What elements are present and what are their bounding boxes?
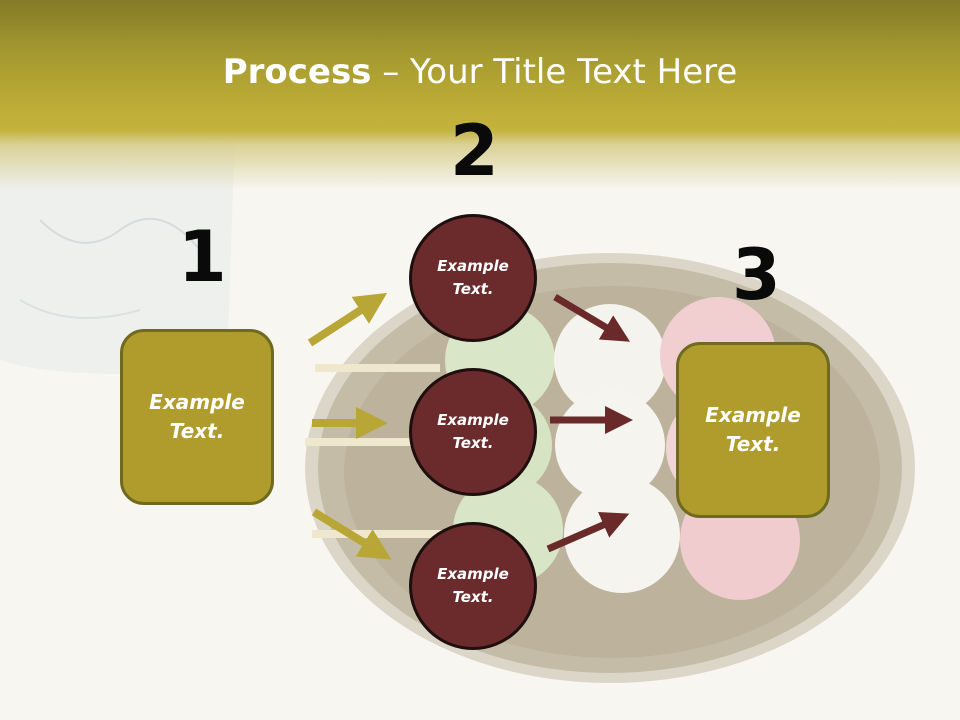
arrow-right-icon — [553, 293, 631, 342]
step-3-box[interactable]: Example Text. — [676, 342, 830, 518]
arrow-right-icon — [307, 292, 388, 347]
arrow-right-icon — [546, 511, 630, 553]
step-number-1: 1 — [178, 216, 227, 298]
step-number-2: 2 — [450, 110, 499, 192]
title-rest: – Your Title Text Here — [371, 52, 738, 92]
circle-1-line1: Example — [437, 257, 509, 275]
circle-1-line2: Text. — [452, 280, 494, 298]
process-circle-3[interactable]: Example Text. — [409, 522, 537, 650]
step-3-line1: Example — [705, 403, 801, 427]
step-3-line2: Text. — [725, 432, 781, 456]
step-1-box[interactable]: Example Text. — [120, 329, 274, 505]
process-circle-1[interactable]: Example Text. — [409, 214, 537, 342]
header-band — [0, 0, 960, 190]
step-1-line2: Text. — [169, 419, 225, 443]
step-1-line1: Example — [149, 390, 245, 414]
circle-3-line1: Example — [437, 565, 509, 583]
circle-2-line2: Text. — [452, 434, 494, 452]
arrow-right-icon — [311, 508, 392, 560]
slide-title: Process – Your Title Text Here — [0, 52, 960, 92]
circle-3-line2: Text. — [452, 588, 494, 606]
step-number-3: 3 — [732, 234, 781, 316]
circle-2-line1: Example — [437, 411, 509, 429]
process-circle-2[interactable]: Example Text. — [409, 368, 537, 496]
title-bold: Process — [222, 52, 372, 92]
